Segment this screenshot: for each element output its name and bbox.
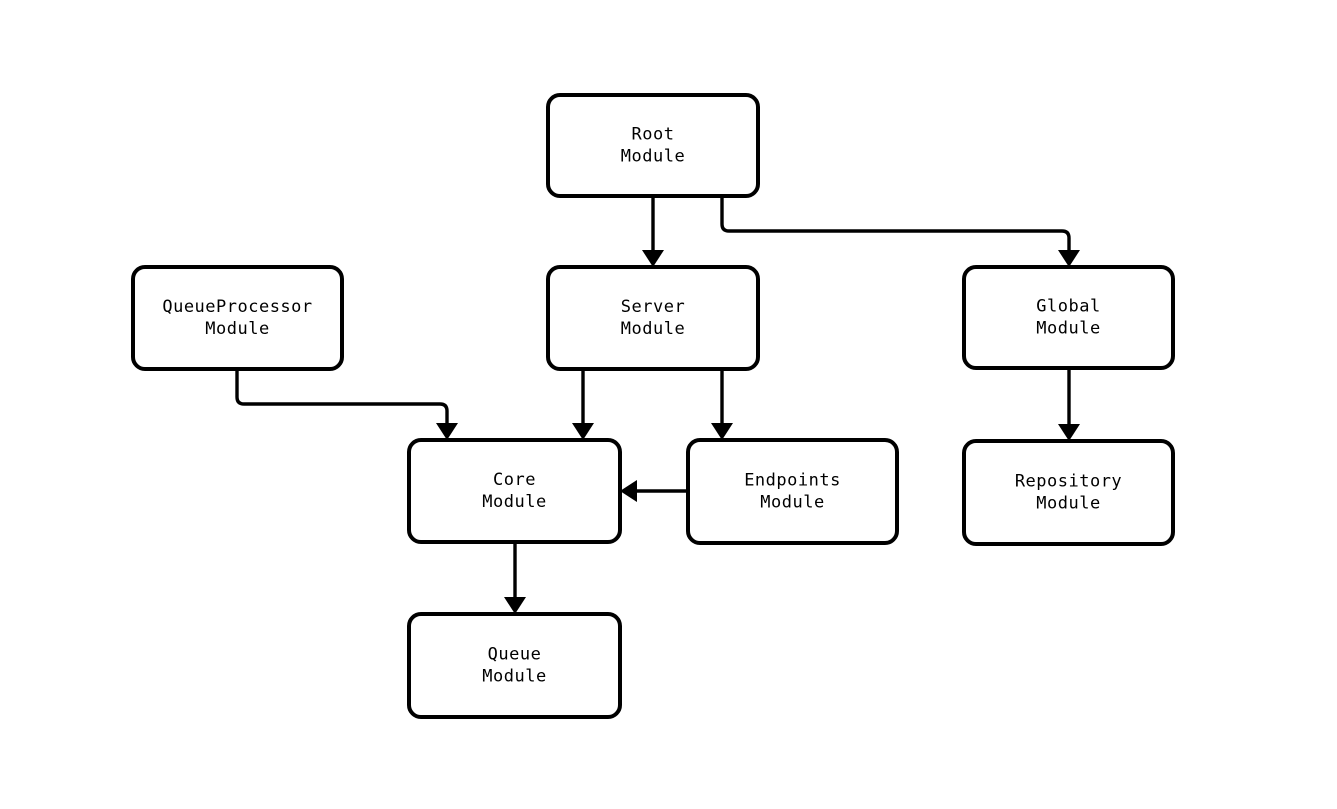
edge-arrowhead: [572, 423, 594, 440]
edge-arrowhead: [711, 423, 733, 440]
node-box[interactable]: [131, 265, 344, 371]
node-label-line2: Module: [1036, 319, 1100, 339]
edge-line: [720, 196, 1071, 252]
node-box[interactable]: [407, 612, 622, 719]
edge-core-to-queue: [504, 542, 526, 614]
node-label-line2: Module: [482, 492, 546, 512]
nodes-layer: RootModuleQueueProcessorModuleServerModu…: [131, 93, 1175, 719]
edge-endpoints-to-core: [620, 480, 688, 502]
node-label-line2: Module: [482, 667, 546, 687]
edge-line: [235, 369, 449, 425]
node-box[interactable]: [546, 93, 760, 198]
node-box[interactable]: [962, 439, 1175, 546]
edge-arrowhead: [504, 597, 526, 614]
node-label-line2: Module: [621, 147, 685, 167]
node-label-line1: QueueProcessor: [162, 297, 312, 317]
edge-queueprocessor-to-core: [235, 369, 458, 440]
edges-layer: [235, 196, 1080, 614]
node-box[interactable]: [962, 265, 1175, 370]
node-label-line2: Module: [760, 493, 824, 513]
edge-arrowhead: [436, 423, 458, 440]
edge-arrowhead: [642, 250, 664, 267]
edge-server-to-endpoints: [711, 369, 733, 440]
node-label-line1: Repository: [1015, 472, 1122, 492]
node-box[interactable]: [407, 438, 622, 544]
node-label-line1: Core: [493, 470, 536, 490]
node-label-line1: Endpoints: [744, 471, 841, 491]
edge-server-to-core: [572, 369, 594, 440]
edge-global-to-repository: [1058, 368, 1080, 441]
node-label-line2: Module: [205, 319, 269, 339]
node-label-line1: Queue: [488, 645, 542, 665]
edge-arrowhead: [1058, 424, 1080, 441]
edge-arrowhead: [1058, 250, 1080, 267]
node-label-line1: Global: [1036, 297, 1100, 317]
node-label-line2: Module: [621, 319, 685, 339]
edge-root-to-server: [642, 196, 664, 267]
edge-root-to-global: [720, 196, 1080, 267]
edge-arrowhead: [620, 480, 637, 502]
node-label-line1: Server: [621, 297, 685, 317]
node-box[interactable]: [686, 438, 899, 545]
node-box[interactable]: [546, 265, 760, 371]
node-label-line1: Root: [632, 125, 675, 145]
node-label-line2: Module: [1036, 494, 1100, 514]
